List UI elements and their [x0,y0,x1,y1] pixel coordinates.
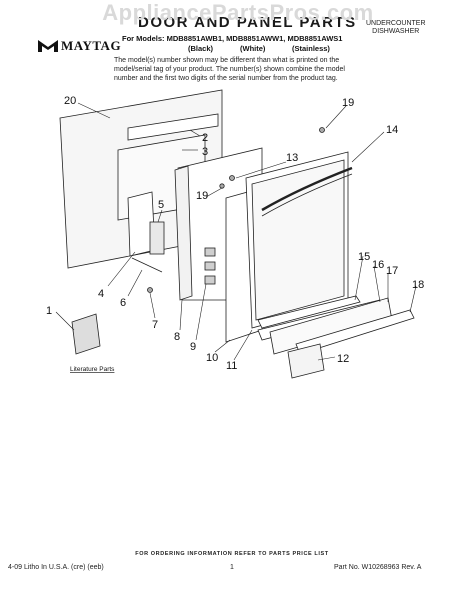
part-19b-screw [219,183,225,189]
part-6-bracket [131,257,163,273]
callout-1: 1 [46,305,52,317]
callout-17: 17 [386,265,398,277]
callout-8: 8 [174,331,180,343]
part-9-hinge-c [204,275,216,285]
page-title: DOOR AND PANEL PARTS [138,14,357,31]
callout-14: 14 [386,124,398,136]
literature-parts-label: Literature Parts [70,366,115,373]
part-1-literature [71,313,101,355]
part-7-screw [147,287,153,293]
part-9-hinge-b [204,261,216,271]
part-13-screw [229,175,235,181]
part-number: Part No. W10268963 Rev. A [334,564,422,571]
callout-7: 7 [152,319,158,331]
variant-stainless: (Stainless) [292,44,330,53]
door-face [251,159,345,321]
callout-11: 11 [226,360,237,372]
callout-10: 10 [206,352,218,364]
part-2-strip [127,113,219,141]
callout-15: 15 [358,251,370,263]
callout-19-mid: 19 [196,190,208,202]
maytag-m-icon [38,40,58,52]
part-9-hinge-a [204,247,216,257]
callout-19-top: 19 [342,97,354,109]
part-15-trim [257,295,361,329]
page-number: 1 [230,564,234,571]
callout-6: 6 [120,297,126,309]
model-note: The model(s) number shown may be differe… [114,57,345,82]
callout-9: 9 [190,341,196,353]
brand-logo: MAYTAG [38,38,121,54]
variant-white: (White) [240,44,266,53]
brand-name: MAYTAG [61,38,122,53]
callout-5: 5 [158,199,164,211]
callout-13: 13 [286,152,298,164]
part-14-handle [261,166,353,212]
callout-12: 12 [337,353,349,365]
callout-16: 16 [372,259,384,271]
category-line-1: UNDERCOUNTER [366,20,426,27]
model-numbers: For Models: MDB8851AWB1, MDB8851AWW1, MD… [122,34,343,43]
appliance-category: UNDERCOUNTER DISHWASHER [366,20,426,36]
ordering-instructions: FOR ORDERING INFORMATION REFER TO PARTS … [135,551,329,557]
part-5-block [149,221,165,255]
callout-18: 18 [412,279,424,291]
variant-black: (Black) [188,44,214,53]
callout-2: 2 [202,132,208,144]
part-8-side [174,165,193,301]
part-19a-screw [319,127,325,133]
litho-info: 4-09 Litho In U.S.A. (cre) (eeb) [8,564,104,571]
callout-3: 3 [202,146,208,158]
part-14-handle-edge [261,173,353,217]
callout-4: 4 [98,288,104,300]
category-line-2: DISHWASHER [372,28,420,35]
part-12-trim [287,343,325,379]
callout-20: 20 [64,95,76,107]
